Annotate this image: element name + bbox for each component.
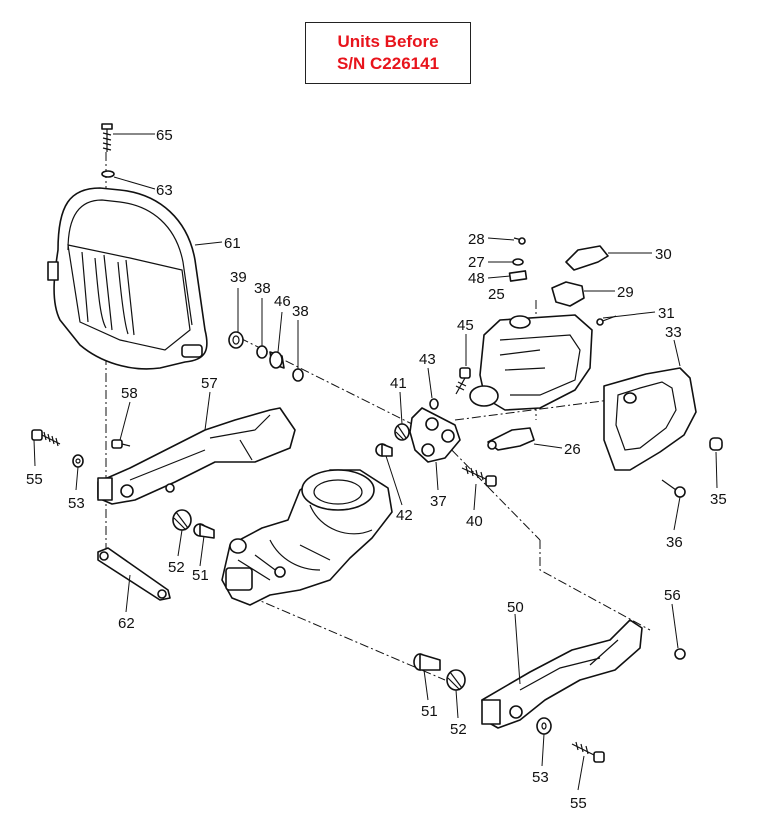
notice-line-1: Units Before: [337, 32, 439, 51]
callout-53b: 53: [532, 769, 549, 786]
part-block-37: [409, 407, 461, 463]
part-washer-43: [429, 398, 439, 410]
part-bushing-42: [375, 443, 393, 457]
part-washer-53-left: [72, 454, 84, 468]
callout-36: 36: [666, 534, 683, 551]
part-cover-33: [603, 367, 697, 471]
part-washer-63: [101, 170, 115, 178]
part-pin-28: [513, 237, 526, 245]
part-screw-65: [101, 123, 113, 152]
part-washer-27: [512, 258, 524, 266]
part-bushing-52-right: [446, 669, 466, 691]
callout-31: 31: [658, 305, 675, 322]
part-trigger-29: [551, 281, 585, 307]
callout-30: 30: [655, 246, 672, 263]
callout-58: 58: [121, 385, 138, 402]
callout-55b: 55: [570, 795, 587, 812]
part-bracket-50: [481, 619, 643, 729]
callout-46: 46: [274, 293, 291, 310]
callout-37: 37: [430, 493, 447, 510]
callout-labels: 65 63 61 39 38 46 38 28 27 48 25 30 29 3…: [26, 127, 727, 812]
part-screw-56: [674, 648, 686, 660]
part-bracket-57: [97, 407, 296, 505]
callout-53a: 53: [68, 495, 85, 512]
leader-lines: [33, 133, 718, 791]
part-cap-35: [709, 437, 723, 451]
callout-43: 43: [419, 351, 436, 368]
assembly-lines: [105, 152, 651, 681]
callout-61: 61: [224, 235, 241, 252]
part-plate-62: [97, 547, 171, 601]
callout-38b: 38: [292, 303, 309, 320]
part-spring-41: [394, 423, 410, 441]
callout-40: 40: [466, 513, 483, 530]
callout-56: 56: [664, 587, 681, 604]
part-throttle-housing-25: [469, 314, 593, 411]
callout-27: 27: [468, 254, 485, 271]
part-collar-51-left: [193, 523, 215, 539]
callout-57: 57: [201, 375, 218, 392]
callout-35: 35: [710, 491, 727, 508]
callout-45: 45: [457, 317, 474, 334]
callout-52b: 52: [450, 721, 467, 738]
part-bushing-52-left: [172, 509, 192, 531]
part-screw-31: [596, 315, 617, 326]
part-collar-51-right: [413, 653, 441, 671]
callout-41: 41: [390, 375, 407, 392]
part-bolt-55-left: [31, 429, 61, 447]
part-screw-36: [661, 479, 686, 498]
part-spacer-46: [269, 351, 285, 369]
callout-55a: 55: [26, 471, 43, 488]
callout-25: 25: [488, 286, 505, 303]
part-main-housing: [221, 469, 393, 606]
callout-63: 63: [156, 182, 173, 199]
callout-29: 29: [617, 284, 634, 301]
callout-28: 28: [468, 231, 485, 248]
part-washer-38-left: [256, 345, 268, 359]
part-bolt-55-right: [571, 741, 605, 763]
callout-52a: 52: [168, 559, 185, 576]
part-bolt-58: [111, 439, 131, 449]
callout-51b: 51: [421, 703, 438, 720]
callout-48: 48: [468, 270, 485, 287]
callout-39: 39: [230, 269, 247, 286]
part-plate-48: [508, 270, 528, 282]
callout-38a: 38: [254, 280, 271, 297]
notice-line-2: S/N C226141: [336, 54, 440, 73]
part-bolt-45: [455, 367, 471, 395]
part-lever-30: [565, 245, 609, 271]
callout-65: 65: [156, 127, 173, 144]
part-bolt-40: [461, 465, 497, 487]
part-nut-39: [228, 331, 244, 349]
part-washer-38-right: [292, 368, 304, 382]
callout-42: 42: [396, 507, 413, 524]
callout-26: 26: [564, 441, 581, 458]
part-washer-53-right: [536, 717, 552, 735]
part-clip-26: [487, 427, 535, 451]
part-handle-61: [47, 187, 208, 370]
callout-51a: 51: [192, 567, 209, 584]
serial-notice-box: Units Before S/N C226141: [305, 22, 471, 84]
callout-62: 62: [118, 615, 135, 632]
callout-33: 33: [665, 324, 682, 341]
callout-50: 50: [507, 599, 524, 616]
